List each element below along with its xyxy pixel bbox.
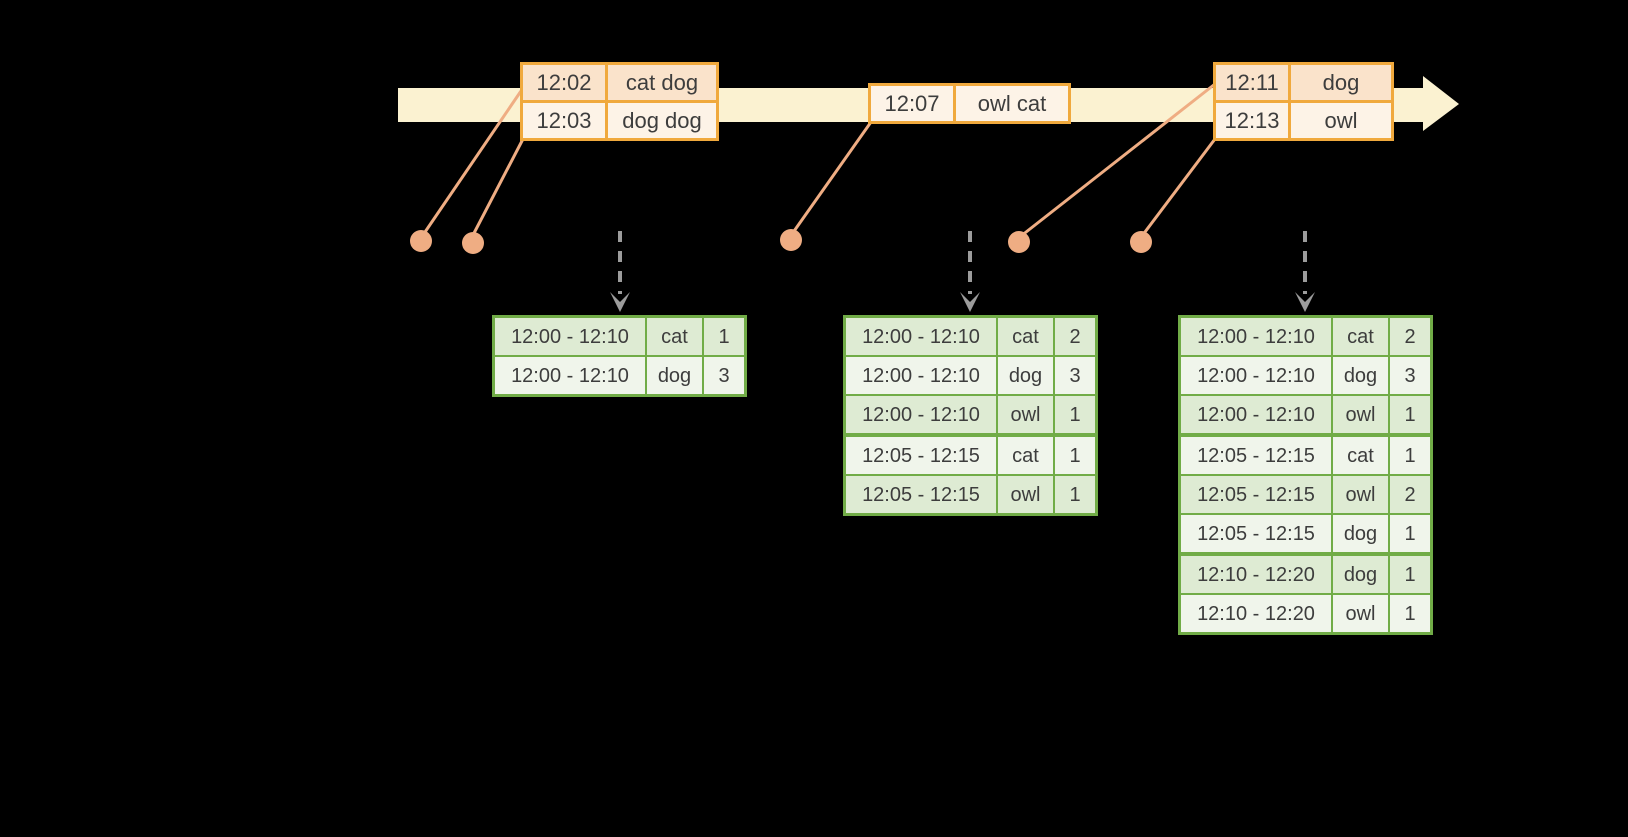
- result-count: 2: [1390, 318, 1430, 355]
- trigger-arrow-icon: [960, 231, 980, 312]
- result-count: 1: [1055, 476, 1095, 513]
- result-window: 12:05 - 12:15: [846, 476, 996, 513]
- result-window: 12:05 - 12:15: [1181, 437, 1331, 474]
- event-dot-icon: [1008, 231, 1030, 253]
- event-words: owl cat: [956, 86, 1068, 121]
- event-words: cat dog: [608, 65, 716, 100]
- trigger-arrow-icon: [610, 231, 630, 312]
- result-window: 12:10 - 12:20: [1181, 556, 1331, 593]
- result-word: dog: [1333, 357, 1388, 394]
- result-word: cat: [647, 318, 702, 355]
- result-window: 12:00 - 12:10: [846, 396, 996, 433]
- result-word: dog: [1333, 556, 1388, 593]
- connector-line: [1140, 130, 1223, 237]
- event-words: dog: [1291, 65, 1391, 100]
- result-count: 3: [704, 357, 744, 394]
- event-dot-icon: [462, 232, 484, 254]
- event-time: 12:02: [523, 65, 605, 100]
- result-window: 12:00 - 12:10: [1181, 357, 1331, 394]
- result-count: 1: [704, 318, 744, 355]
- result-window: 12:00 - 12:10: [846, 357, 996, 394]
- result-count: 1: [1390, 515, 1430, 552]
- result-word: cat: [1333, 318, 1388, 355]
- event-time: 12:11: [1216, 65, 1288, 100]
- result-count: 1: [1390, 595, 1430, 632]
- timeline-arrowhead-icon: [1423, 76, 1459, 131]
- event-marker-dots: [410, 229, 1152, 254]
- result-window: 12:05 - 12:15: [846, 437, 996, 474]
- result-window: 12:05 - 12:15: [1181, 515, 1331, 552]
- result-count: 1: [1390, 556, 1430, 593]
- event-words: dog dog: [608, 103, 716, 138]
- result-word: dog: [998, 357, 1053, 394]
- trigger-arrows: [610, 231, 1315, 312]
- result-word: cat: [998, 437, 1053, 474]
- result-count: 3: [1055, 357, 1095, 394]
- result-word: dog: [647, 357, 702, 394]
- result-word: owl: [1333, 396, 1388, 433]
- result-word: owl: [998, 396, 1053, 433]
- result-window: 12:05 - 12:15: [1181, 476, 1331, 513]
- result-count: 2: [1390, 476, 1430, 513]
- result-window: 12:00 - 12:10: [1181, 396, 1331, 433]
- result-count: 2: [1055, 318, 1095, 355]
- result-window: 12:00 - 12:10: [846, 318, 996, 355]
- result-count: 1: [1390, 437, 1430, 474]
- event-words: owl: [1291, 103, 1391, 138]
- event-dot-icon: [1130, 231, 1152, 253]
- result-window: 12:00 - 12:10: [495, 357, 645, 394]
- event-connector-lines: [421, 82, 1223, 238]
- result-word: owl: [998, 476, 1053, 513]
- result-count: 3: [1390, 357, 1430, 394]
- connector-line: [790, 121, 873, 235]
- result-word: owl: [1333, 595, 1388, 632]
- connector-line: [1020, 82, 1216, 238]
- event-time: 12:03: [523, 103, 605, 138]
- connector-line: [470, 138, 525, 238]
- result-window: 12:10 - 12:20: [1181, 595, 1331, 632]
- result-word: owl: [1333, 476, 1388, 513]
- result-word: cat: [998, 318, 1053, 355]
- event-dot-icon: [780, 229, 802, 251]
- result-count: 1: [1055, 396, 1095, 433]
- result-window: 12:00 - 12:10: [1181, 318, 1331, 355]
- event-time: 12:07: [871, 86, 953, 121]
- result-count: 1: [1055, 437, 1095, 474]
- event-time: 12:13: [1216, 103, 1288, 138]
- result-word: cat: [1333, 437, 1388, 474]
- result-word: dog: [1333, 515, 1388, 552]
- connector-line: [421, 90, 523, 236]
- result-window: 12:00 - 12:10: [495, 318, 645, 355]
- event-dot-icon: [410, 230, 432, 252]
- result-count: 1: [1390, 396, 1430, 433]
- trigger-arrow-icon: [1295, 231, 1315, 312]
